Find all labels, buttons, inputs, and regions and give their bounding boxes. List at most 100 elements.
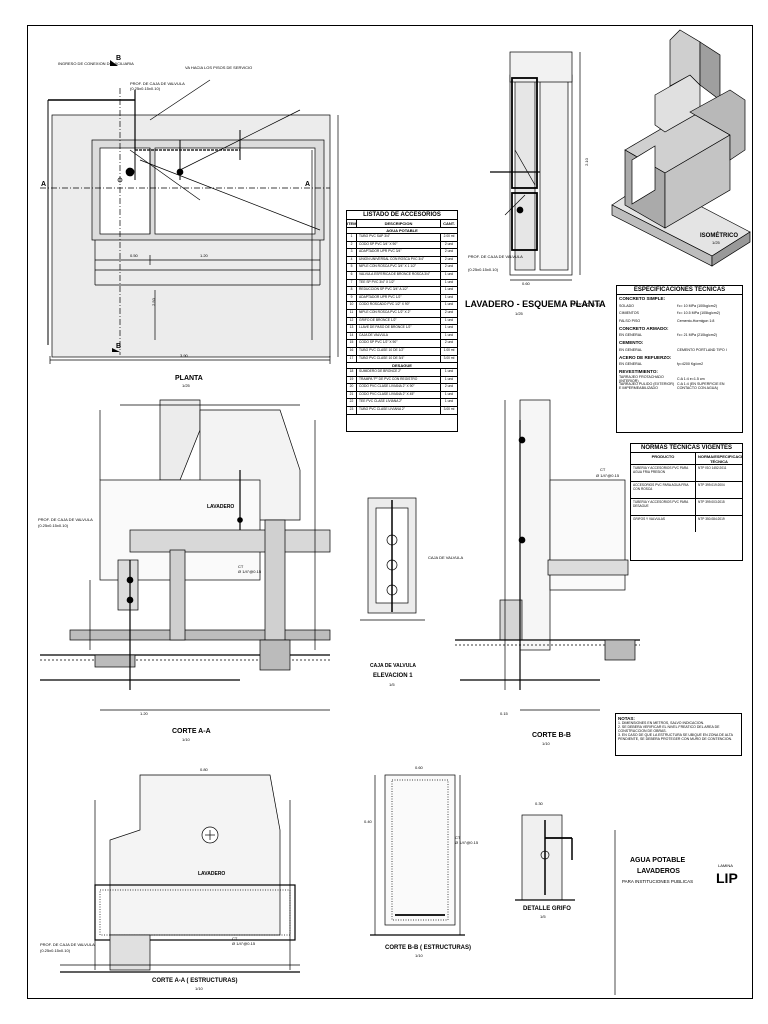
caja-size-corte-aa: (0.25x0.15x0.10) <box>38 523 69 528</box>
normas-row: TUBERIA Y ACCESORIOS PVC PARA AGUA FRIA … <box>631 464 742 481</box>
accesorios-cell-desc: ADAPTADOR UPR PVC 1/2" <box>357 294 441 302</box>
accesorios-cell-cant: 1 und <box>444 332 454 337</box>
especificaciones-section: ACERO DE REFUERZO: <box>619 354 672 360</box>
normas-cell-norma: NTP 399.019:2004 <box>698 483 725 487</box>
accesorios-cell-cant: 2 und <box>444 309 454 314</box>
corte-bb-est-title: CORTE B-B ( ESTRUCTURAS) <box>385 945 471 951</box>
normas-col-norma: NORMA/ESPECIFICACIÓN TÉCNICA <box>698 454 742 464</box>
accesorios-cell-desc: TUBO PVC CLASE LIVIANA 2" <box>357 407 441 414</box>
accesorios-cell-item: 15 <box>347 340 357 347</box>
accesorios-cell-item: 16 <box>347 347 357 355</box>
section-mark-a-left: A <box>41 181 47 188</box>
title-block-lamina-label: LAMINA <box>718 863 733 868</box>
accesorios-cell-cant: 2 und <box>444 249 454 254</box>
corte-aa-scale: 1/10 <box>182 737 190 742</box>
accesorios-cell-cant: 2 und <box>444 340 454 345</box>
accesorios-cell-item: 17 <box>347 355 357 363</box>
especificaciones-section: CEMENTO: <box>619 340 644 345</box>
dim-corte-bb-est-h: 0.40 <box>364 819 372 824</box>
normas-cell-norma: NTP 350.084:2019 <box>698 517 725 521</box>
especificaciones-row: TARRAJEO FROTACHADO (INTERIOR)C:A 1:4 e=… <box>617 375 742 383</box>
especificaciones-cell-v: C:A 1:4 (EN SUPERFICIE EN CONTACTO CON A… <box>677 382 725 391</box>
elevacion-scale: 1/5 <box>389 682 395 687</box>
normas-table: NORMAS TÉCNICAS VIGENTES PRODUCTO NORMA/… <box>630 443 743 561</box>
accesorios-group-desague: DESAGUE <box>347 363 457 370</box>
section-mark-a-right: A <box>305 181 311 188</box>
title-block-line3: PARA INSTITUCIONES PUBLICAS <box>622 879 694 884</box>
accesorios-cell-cant: 1 und <box>444 369 454 374</box>
especificaciones-cell-v: f'c= 21 MPa (210kg/cm2) <box>677 333 717 338</box>
accesorios-cell-item: 6 <box>347 271 357 279</box>
especificaciones-section: CONCRETO ARMADO: <box>619 325 669 331</box>
especificaciones-row: FALSO PISO Cemento-Hormigon 1:8 <box>617 317 742 325</box>
especificaciones-title: ESPECIFICACIONES TÉCNICAS <box>617 286 742 295</box>
accesorios-cell-desc: CODO SP PVC 1/2" X 90° <box>357 340 441 347</box>
accesorios-cell-desc: REDUCCION SP PVC 3/4" A 1/2" <box>357 287 441 294</box>
especificaciones-cell-v: Cemento-Hormigon 1:8 <box>677 318 715 323</box>
accesorios-group-agua: AGUA POTABLE <box>347 228 457 234</box>
accesorios-cell-item: 21 <box>347 391 357 399</box>
accesorios-cell-item: 7 <box>347 279 357 287</box>
especificaciones-cell-k: FALSO PISO <box>619 318 641 323</box>
corte-aa-est-scale: 1/10 <box>195 986 203 991</box>
accesorios-cell-item: 14 <box>347 332 357 340</box>
prof-caja-esquema: PROF. DE CAJA DE VALVULA <box>468 254 523 259</box>
accesorios-cell-cant: 1.00 ml <box>443 347 455 352</box>
lavadero-esquema-title: LAVADERO - ESQUEMA PLANTA <box>465 299 606 309</box>
especificaciones-cell-v: f'c= 10.5 MPa (105kg/cm2) <box>677 311 720 316</box>
rebar-corte-aa-est: Ø 1/4"@0.15 <box>232 941 256 946</box>
elevacion-title: ELEVACION 1 <box>373 673 413 679</box>
lavadero-esquema-note: (VER NOTA 3) <box>571 302 601 307</box>
section-mark-b-bottom: B <box>116 343 122 350</box>
note-item: 1. DIMENSIONES EN METROS, SALVO INDICACI… <box>618 721 705 725</box>
corte-bb-est-scale: 1/10 <box>415 953 423 958</box>
accesorios-table: LISTADO DE ACCESORIOS ITEM DESCRIPCION C… <box>346 210 458 432</box>
accesorios-cell-desc: TEE SP PVC 3/4" X 1/2" <box>357 279 441 287</box>
normas-cell-producto: GRIFOS Y VALVULAS <box>631 516 696 532</box>
normas-cell-norma: NTP 399.003:2015 <box>698 500 725 504</box>
accesorios-cell-cant: 1 und <box>444 302 454 307</box>
ct-corte-bb: CT <box>600 467 606 472</box>
accesorios-cell-item: 10 <box>347 302 357 309</box>
especificaciones-cell-v: C:A 1:4 e=1.5 cm <box>677 376 705 381</box>
accesorios-cell-desc: CODO ROSCADO PVC 1/2" X 90° <box>357 302 441 309</box>
accesorios-cell-desc: GRIFO DE BRONCE 1/2" <box>357 317 441 325</box>
accesorios-cell-desc: TEE PVC CLASE LIVIANA 2" <box>357 399 441 407</box>
accesorios-cell-item: 22 <box>347 399 357 407</box>
caja-valvula-elevacion-view <box>360 497 425 621</box>
corte-aa-estructuras-view <box>60 774 300 973</box>
detalle-grifo-scale: 1/5 <box>540 914 546 919</box>
accesorios-cell-desc: CODO PVC CLASE LIVIANA 2" X 45° <box>357 391 441 399</box>
title-block-code: LIP <box>716 870 738 886</box>
accesorios-cell-desc: NIPLE CON ROSCA PVC 3/4" X 1 1/2" <box>357 264 441 271</box>
section-mark-b-top: B <box>116 55 122 62</box>
accesorios-cell-desc: TUBO PVC CLASE 10 DE 1/2" <box>357 347 441 355</box>
accesorios-cell-item: 13 <box>347 325 357 332</box>
accesorios-header-row: ITEM DESCRIPCION CANT. <box>347 220 457 228</box>
accesorios-cell-cant: 2.00 ml <box>443 234 455 238</box>
accesorios-cell-desc: LLAVE DE PASO DE BRONCE 1/2" <box>357 325 441 332</box>
rebar-corte-aa: Ø 1/4"@0.15 <box>238 569 262 574</box>
accesorios-cell-item: 12 <box>347 317 357 325</box>
ct-corte-aa-est: CT <box>232 936 238 941</box>
title-block-line2: LAVADEROS <box>637 868 680 875</box>
caja-size-esquema: (0.25x0.15x0.10) <box>468 267 499 272</box>
detalle-grifo-title: DETALLE GRIFO <box>523 906 571 912</box>
normas-cell-producto: TUBERIA Y ACCESORIOS PVC PARA AGUA FRIA … <box>631 465 696 481</box>
especificaciones-section: CONCRETO SIMPLE: <box>619 296 666 301</box>
